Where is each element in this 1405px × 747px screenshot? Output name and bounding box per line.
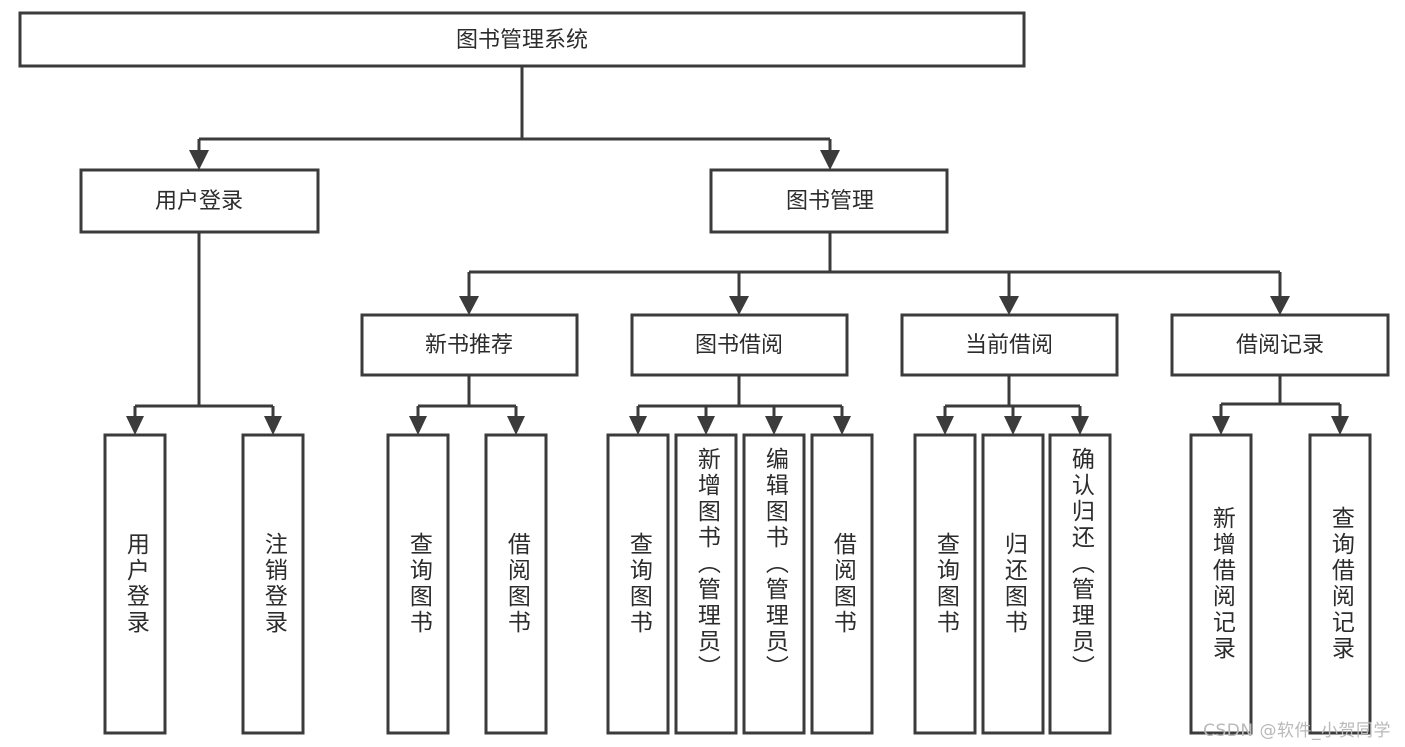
connector-borrow-record-to-leaves xyxy=(1212,375,1349,435)
node-box-leaf-user-login[interactable] xyxy=(103,433,167,735)
connector-book-manage-to-level3 xyxy=(459,232,1290,315)
label-borrow-record: 借阅记录 xyxy=(1236,333,1324,358)
node-box-leaf-cb-return-book[interactable] xyxy=(981,433,1045,735)
node-box-leaf-cb-confirm-return[interactable] xyxy=(1048,433,1112,735)
arrowhead-user-login xyxy=(189,150,209,170)
arrowhead-nbr-borrow-book xyxy=(507,416,525,435)
node-box-leaf-nbr-borrow-book[interactable] xyxy=(484,433,548,735)
arrowhead-leaf-user-login xyxy=(126,416,144,435)
arrowhead-br-query-record xyxy=(1331,416,1349,435)
node-box-leaf-br-add-record[interactable] xyxy=(1189,433,1253,735)
node-box-leaf-cb-query-book[interactable] xyxy=(913,433,977,735)
node-box-new-book-rec[interactable] xyxy=(360,313,579,377)
arrowhead-borrow-record xyxy=(1270,296,1290,315)
connector-root-to-level2 xyxy=(189,66,840,170)
label-book-manage: 图书管理 xyxy=(786,189,874,214)
arrowhead-bb-borrow-book xyxy=(833,416,851,435)
arrowhead-br-add-record xyxy=(1212,416,1230,435)
node-box-borrow-record[interactable] xyxy=(1170,313,1390,377)
node-box-root[interactable] xyxy=(18,11,1026,68)
label-user-login: 用户登录 xyxy=(155,189,243,214)
node-box-leaf-nbr-query-book[interactable] xyxy=(386,433,450,735)
node-box-leaf-bb-add-book[interactable] xyxy=(674,433,738,735)
connector-book-borrow-to-leaves xyxy=(629,375,851,435)
arrowhead-cb-confirm-return xyxy=(1071,416,1089,435)
label-current-borrow: 当前借阅 xyxy=(965,333,1053,358)
arrowhead-bb-query-book xyxy=(629,416,647,435)
label-root: 图书管理系统 xyxy=(456,28,588,53)
arrowhead-new-book-rec xyxy=(459,296,479,315)
node-box-leaf-bb-borrow-book[interactable] xyxy=(810,433,874,735)
connector-new-book-rec-to-leaves xyxy=(409,375,525,435)
arrowhead-leaf-logout xyxy=(264,416,282,435)
connector-user-login-to-leaves xyxy=(126,232,282,435)
arrowhead-cb-return-book xyxy=(1004,416,1022,435)
node-box-book-borrow[interactable] xyxy=(630,313,849,377)
arrowhead-bb-edit-book xyxy=(765,416,783,435)
node-box-leaf-bb-query-book[interactable] xyxy=(606,433,670,735)
connector-current-borrow-to-leaves xyxy=(936,375,1089,435)
label-book-borrow: 图书借阅 xyxy=(695,333,783,358)
node-box-user-login[interactable] xyxy=(79,168,320,234)
node-box-book-manage[interactable] xyxy=(709,168,949,234)
csdn-watermark: CSDN @软件_小贺同学 xyxy=(1203,721,1391,741)
arrowhead-book-borrow xyxy=(729,296,749,315)
arrowhead-bb-add-book xyxy=(697,416,715,435)
arrowhead-current-borrow xyxy=(999,296,1019,315)
arrowhead-nbr-query-book xyxy=(409,416,427,435)
arrowhead-book-manage xyxy=(820,150,840,170)
label-new-book-rec: 新书推荐 xyxy=(425,333,513,358)
node-box-leaf-br-query-record[interactable] xyxy=(1308,433,1372,735)
arrowhead-cb-query-book xyxy=(936,416,954,435)
node-box-leaf-logout[interactable] xyxy=(241,433,305,735)
node-box-current-borrow[interactable] xyxy=(900,313,1119,377)
node-box-leaf-bb-edit-book[interactable] xyxy=(742,433,806,735)
